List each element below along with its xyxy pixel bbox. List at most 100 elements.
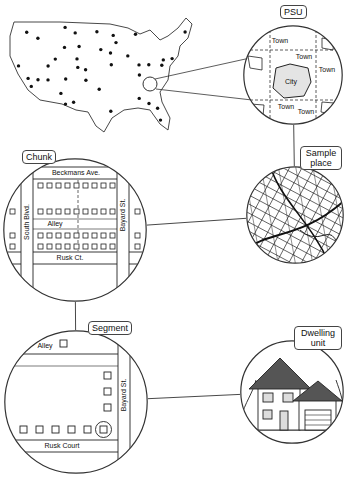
psu-map [240,20,346,130]
street-line [196,230,337,305]
window [283,393,293,402]
house-square [135,244,140,249]
sample-dot [46,64,49,67]
sample-dot [63,46,66,49]
circle-outline [246,166,344,264]
circle-border [247,167,343,263]
street-line [273,138,301,296]
chunk-streets-part [33,150,34,310]
sample-dot [17,64,20,67]
street-line [292,163,346,304]
house-square [47,233,52,238]
street-label: South Blvd. [23,204,31,240]
segment-streets-part [0,354,118,355]
selected-psu-marker [143,77,157,91]
house-square [38,209,43,214]
house-wall [258,386,300,430]
selected-dwelling-marker [96,422,112,438]
town-outline [248,56,262,70]
window [263,410,272,419]
chunk-map [0,150,150,310]
street-label: Rusk Court [44,442,79,450]
sample-dot [75,57,78,60]
sample-dot [134,33,137,36]
sample-dot [36,37,39,40]
chunk-streets-part [129,179,150,180]
house-square [47,183,52,188]
street-line [257,141,285,299]
place-label: Town [272,37,288,45]
house-square [38,244,43,249]
street-line [215,195,346,270]
house-square [110,244,115,249]
sample-dot [137,63,140,66]
house-square [83,233,88,238]
house-square [56,233,61,238]
chunk-houses [10,183,140,249]
garage-door [305,410,331,430]
house-square [65,183,70,188]
chunk-streets-part [129,252,150,253]
sample-dot [99,48,102,51]
street-line [205,116,280,257]
house-square [47,244,52,249]
stage-heading: Segment [88,321,132,335]
zoom-circle: Dwelling unit [240,340,344,444]
segment-houses-part [100,426,107,433]
zoom-circle: Sample place [246,166,344,264]
chunk-streets-part [33,252,117,253]
place-label: Town [296,53,312,61]
house-square [74,233,79,238]
segment-houses-part [68,426,75,433]
street-label: Bayard St. [119,199,127,232]
sample-dot [109,51,112,54]
us-map [10,18,252,132]
street-line [234,132,309,273]
street-label: Bayard St. [120,379,128,412]
sample-dot [138,97,141,100]
segment-houses-part [104,372,111,379]
house-square [56,183,61,188]
circle-border [4,159,146,301]
place-label: Town [278,103,294,111]
house-roof [249,358,311,389]
chunk-streets-part [21,150,22,310]
sample-dot [77,45,80,48]
house-square [135,183,140,188]
river-line [300,230,337,243]
house-square [38,183,43,188]
circle-border [5,331,147,473]
window [263,393,273,402]
street-line [208,209,346,284]
chunk-streets-part [129,264,150,265]
circle-border [241,341,343,443]
segment-houses [20,340,111,433]
town-outline [250,104,264,116]
zoom-connector [75,302,76,330]
segment-houses-part [104,388,111,395]
psu-grid-part [270,20,271,130]
street-line [200,223,341,298]
place-label: Town [298,108,314,116]
house-square [101,183,106,188]
segment-streets-part [0,440,118,441]
zoom-connector [293,125,295,166]
street-line [240,144,268,302]
sample-dot [112,34,115,37]
psu-grid-part [316,20,317,130]
stage-heading: Dwelling unit [294,326,342,350]
segment-streets [0,320,130,480]
garage-door-lines [305,415,331,425]
house-square [83,244,88,249]
sample-dot [114,41,117,44]
house-square [74,183,79,188]
town-outline [321,102,334,114]
house-square [38,233,43,238]
house-square [92,209,97,214]
segment-streets-part [0,366,118,367]
psu-grid-part [240,100,346,101]
house-square [65,209,70,214]
street-map-ground [240,160,346,270]
street-line [249,132,346,207]
